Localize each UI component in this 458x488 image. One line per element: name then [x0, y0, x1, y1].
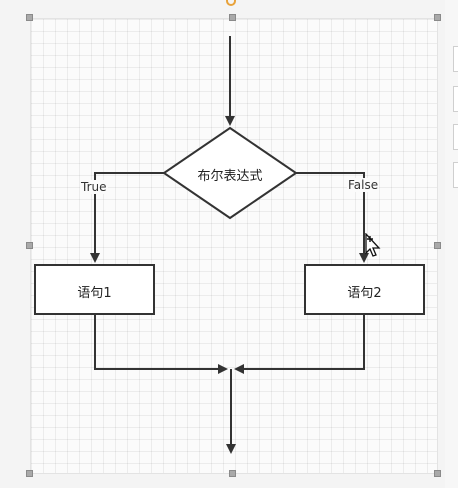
selection-handle-top-right[interactable] [434, 14, 441, 21]
merge-arrow-left[interactable] [94, 314, 228, 374]
true-branch-label: True [80, 180, 108, 194]
statement-2-box[interactable] [304, 264, 425, 315]
side-panel-edge [445, 0, 458, 488]
decision-label: 布尔表达式 [197, 169, 263, 184]
selection-handle-top-left[interactable] [26, 14, 33, 21]
side-panel-tab[interactable] [453, 162, 458, 188]
rotate-handle-icon[interactable] [226, 0, 236, 6]
side-panel-tab[interactable] [453, 86, 458, 112]
selection-handle-bottom-right[interactable] [434, 470, 441, 477]
selection-handle-top[interactable] [229, 14, 236, 21]
merge-arrow-right[interactable] [234, 314, 365, 374]
move-cursor-icon [365, 233, 381, 257]
side-panel-tab[interactable] [453, 124, 458, 150]
decision-diamond[interactable] [162, 126, 298, 220]
selection-handle-bottom[interactable] [229, 470, 236, 477]
selection-handle-bottom-left[interactable] [26, 470, 33, 477]
statement-2-label: 语句2 [347, 286, 382, 301]
statement-1-label: 语句1 [77, 286, 112, 301]
false-branch-label: False [347, 178, 380, 192]
statement-1-box[interactable] [34, 264, 155, 315]
selection-handle-right[interactable] [434, 242, 441, 249]
true-branch-arrow[interactable] [90, 172, 164, 263]
selection-handle-left[interactable] [26, 242, 33, 249]
side-panel-tab[interactable] [453, 46, 458, 72]
false-branch-arrow[interactable] [296, 172, 369, 263]
